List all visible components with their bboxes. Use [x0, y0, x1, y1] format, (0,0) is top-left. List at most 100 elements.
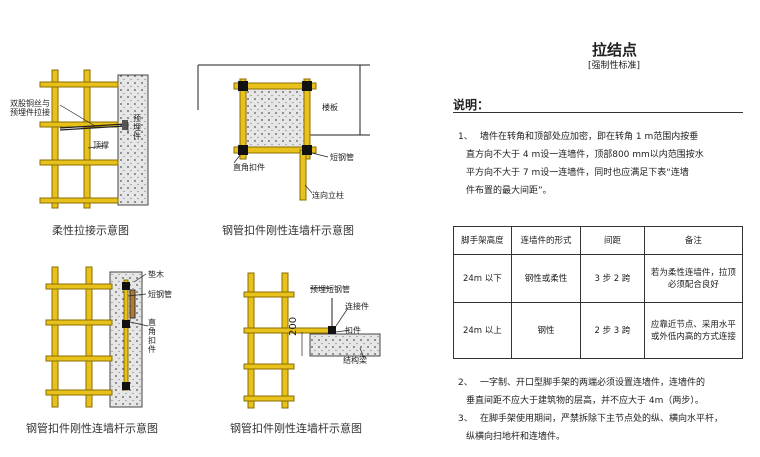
- label-wire: 双股铜丝与: [10, 99, 50, 108]
- label-slab: 楼板: [322, 103, 338, 112]
- label-structural-beam: 结构梁: [343, 356, 367, 365]
- note-1-line: 直方向不大于 4 m设一连墙件，顶部800 mm以内范围按水: [466, 150, 704, 160]
- table-cell: 若为柔性连墙件，拉顶必须配合良好: [643, 254, 744, 303]
- table-header-row: 脚手架高度 连墙件的形式 间距 备注: [453, 226, 744, 255]
- tie-spacing-table: 脚手架高度 连墙件的形式 间距 备注 24m 以下 钢性或柔性 3 步 2 跨 …: [453, 226, 744, 359]
- wood-pad: [129, 289, 136, 319]
- note-3-line: 在脚手架使用期间，严禁拆除下主节点处的纵、横向水平杆，: [480, 414, 724, 424]
- table-cell: 钢性: [510, 302, 582, 359]
- embedded-part: [122, 120, 128, 130]
- label-clamp: 扣件: [345, 326, 361, 335]
- leader-line: [335, 307, 349, 327]
- label-embedded-short-pipe: 预埋短钢管: [310, 285, 350, 294]
- pipe-vertical: [123, 279, 129, 391]
- pipe-horizontal: [39, 159, 119, 166]
- label-right-angle-clamp: 直角扣件: [233, 163, 265, 172]
- note-1-line: 墙件在转角和顶部处应加密，即在转角 1 m范围内按垂: [480, 132, 699, 142]
- pipe-horizontal: [39, 197, 119, 204]
- pipe-horizontal: [45, 389, 113, 396]
- note-1-number: 1、: [458, 132, 473, 142]
- leader-line: [87, 145, 105, 149]
- pipe-vertical: [247, 272, 255, 409]
- heading-rule: [453, 112, 743, 113]
- caption-figure-4: 钢管扣件刚性连墙杆示意图: [230, 422, 362, 435]
- pipe-horizontal: [45, 319, 113, 326]
- leader-line: [59, 104, 96, 127]
- table-header-cell: 间距: [580, 226, 645, 255]
- clamp: [238, 81, 248, 91]
- note-2-line: 一字制、开口型脚手架的两端必须设置连墙件，连墙件的: [480, 378, 706, 388]
- leader-line: [311, 152, 329, 158]
- pipe-horizontal: [243, 363, 295, 370]
- structural-beam: [309, 333, 381, 357]
- table-cell: 3 步 2 跨: [580, 254, 645, 303]
- note-3-line: 纵横向扫地杆和连墙件。: [466, 432, 566, 442]
- label-to-pole: 连向立柱: [312, 191, 344, 200]
- concrete-column: [244, 84, 306, 154]
- label-wire: 预埋件拉接: [10, 108, 50, 117]
- leader-line: [127, 293, 147, 297]
- leader-line: [129, 321, 149, 327]
- label-top-brace: 顶撑: [93, 141, 109, 150]
- figure-rigid-tie-wall: [45, 266, 149, 408]
- concrete-wall: [117, 74, 149, 206]
- table-header-cell: 连墙件的形式: [510, 226, 582, 255]
- pipe-vertical: [83, 69, 91, 209]
- clamp: [238, 145, 248, 155]
- table-header-cell: 备注: [643, 226, 744, 255]
- leader-line: [335, 329, 351, 333]
- caption-figure-2: 钢管扣件刚性连墙杆示意图: [222, 224, 354, 237]
- table-cell: 钢性或柔性: [510, 254, 582, 303]
- pipe-horizontal: [45, 355, 113, 362]
- figure-rigid-tie-beam: [243, 272, 381, 409]
- note-1-line: 平方向不大于 7 m设一连墙件，同时也应满足下表“连墙: [466, 168, 689, 178]
- pipe-horizontal: [233, 146, 317, 154]
- pipe-vertical: [239, 78, 247, 160]
- table-header-cell: 脚手架高度: [453, 226, 512, 255]
- pipe-horizontal: [243, 291, 295, 298]
- pipe-horizontal: [233, 82, 317, 90]
- dimension-label: 200: [288, 316, 299, 336]
- pipe-horizontal: [39, 81, 119, 88]
- note-2-line: 垂直间距不应大于建筑物的层高，并不应大于 4m（两步）。: [466, 396, 704, 406]
- label-embedded-part: 预埋件: [133, 114, 141, 141]
- pipe-vertical: [281, 272, 289, 409]
- caption-figure-3: 钢管扣件刚性连墙杆示意图: [26, 422, 158, 435]
- pipe-long: [299, 149, 307, 201]
- connector: [328, 326, 336, 334]
- clamp: [122, 320, 130, 328]
- label-short-pipe: 短钢管: [330, 153, 354, 162]
- label-right-angle-clamp: 直角扣件: [148, 318, 156, 354]
- pipe-vertical: [303, 78, 311, 160]
- leader-line: [359, 347, 365, 359]
- table-row: 24m 以上 钢性 2 步 3 跨 应靠近节点、采用水平或外低内高的方式连接: [453, 302, 744, 359]
- table-cell: 24m 以上: [453, 302, 512, 359]
- label-short-pipe: 短钢管: [148, 290, 172, 299]
- tie-wire: [59, 125, 126, 131]
- pipe-horizontal: [45, 283, 113, 290]
- table-cell: 2 步 3 跨: [580, 302, 645, 359]
- figure-rigid-tie-slab: [197, 64, 370, 201]
- table-cell: 应靠近节点、采用水平或外低内高的方式连接: [643, 302, 744, 359]
- tie-wire: [59, 123, 126, 129]
- clamp: [302, 145, 312, 155]
- label-wood-pad: 垫木: [148, 270, 164, 279]
- page-title: 拉结点: [592, 41, 638, 59]
- clamp: [122, 382, 130, 390]
- page-subtitle: [强制性标准]: [588, 61, 641, 71]
- note-1-line: 件布置的最大间距”。: [466, 186, 552, 196]
- figure-flexible-tie: [39, 69, 149, 209]
- clamp: [302, 81, 312, 91]
- pipe-vertical: [85, 266, 93, 408]
- table-row: 24m 以下 钢性或柔性 3 步 2 跨 若为柔性连墙件，拉顶必须配合良好: [453, 254, 744, 303]
- table-cell: 24m 以下: [453, 254, 512, 303]
- caption-figure-1: 柔性拉接示意图: [52, 224, 129, 237]
- pipe-horizontal: [243, 395, 295, 402]
- note-3-number: 3、: [458, 414, 473, 424]
- pipe-vertical: [51, 266, 59, 408]
- note-2-number: 2、: [458, 378, 473, 388]
- label-connector: 连接件: [345, 302, 369, 311]
- clamp: [122, 282, 130, 290]
- notes-heading: 说明：: [453, 98, 490, 112]
- pipe-vertical: [51, 69, 59, 209]
